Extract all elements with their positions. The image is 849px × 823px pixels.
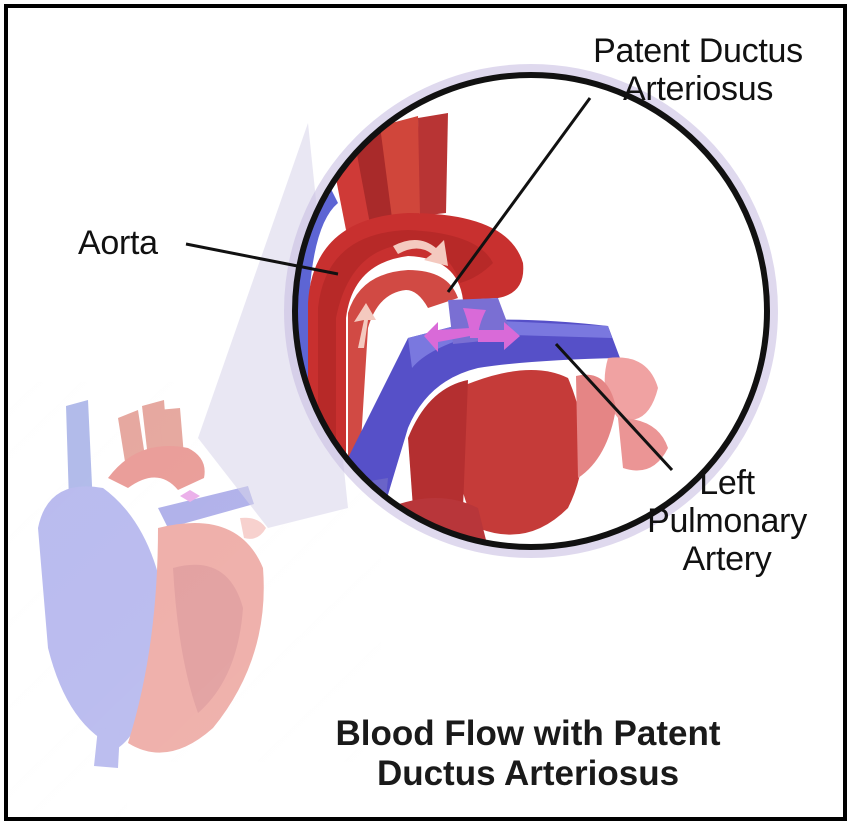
heart-illustration [8,8,843,817]
label-lpa-line2: Pulmonary [620,502,834,540]
label-lpa-line1: Left [620,464,834,502]
diagram-title: Blood Flow with Patent Ductus Arteriosus [248,714,808,794]
title-line1: Blood Flow with Patent [248,714,808,754]
label-aorta: Aorta [78,224,158,262]
label-lpa: Left Pulmonary Artery [620,464,834,578]
label-lpa-line3: Artery [620,540,834,578]
title-line2: Ductus Arteriosus [248,754,808,794]
diagram-frame: Patent Ductus Arteriosus Aorta Left Pulm… [4,4,847,821]
label-pda: Patent Ductus Arteriosus [548,32,847,108]
label-pda-line2: Arteriosus [548,70,847,108]
label-pda-line1: Patent Ductus [548,32,847,70]
